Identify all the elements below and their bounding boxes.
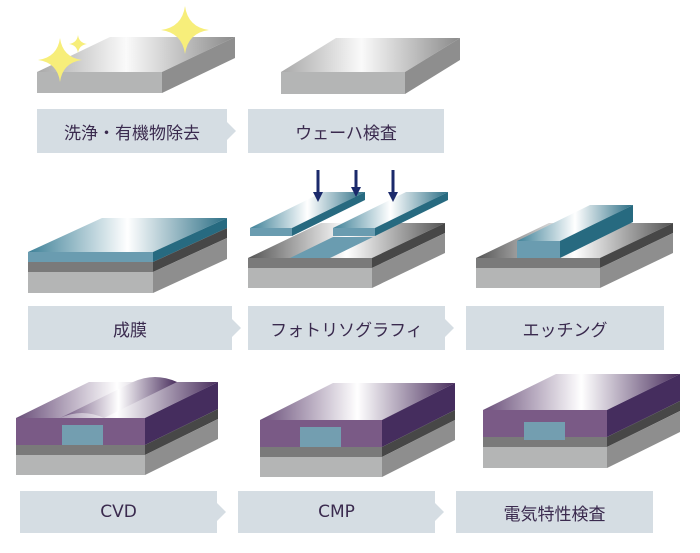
cmp-stack-top [260, 383, 455, 420]
step-wafer-inspection: ウェーハ検査 [248, 109, 444, 153]
etched-line-side [560, 205, 633, 258]
wafer-inspect-top [281, 38, 460, 72]
photomask-strip-front [250, 228, 292, 236]
etched-line-front [517, 241, 560, 258]
step-cleaning: 洗浄・有機物除去 [37, 109, 227, 153]
litho-base-layer-front [248, 258, 372, 268]
photomask-strip-side [292, 192, 365, 236]
cvd-stack-layer-side [145, 419, 218, 475]
flow-arrow-icon [435, 503, 444, 521]
test-stack-top [483, 374, 680, 410]
exposure-arrow-head-icon [351, 187, 361, 197]
etch-base-layer-front [476, 258, 600, 268]
test-stack-layer-side [607, 374, 680, 437]
etch-base-layer-front [476, 268, 600, 288]
photomask-strip-top [333, 192, 448, 228]
resist-pattern [290, 237, 373, 258]
litho-base-layer-side [372, 223, 445, 268]
cvd-stack-layer-side [145, 409, 218, 455]
film-stack-layer-front [28, 252, 153, 262]
test-stack-layer-side [607, 411, 680, 468]
etch-base-layer-side [600, 233, 673, 288]
film-stack-layer-side [153, 238, 227, 293]
test-stack-layer-front [483, 447, 607, 468]
photomask-strip-top [250, 192, 365, 228]
step-cvd: CVD [20, 491, 217, 533]
cmp-stack-layer-side [382, 383, 455, 447]
cmp-stack-layer-side [382, 420, 455, 477]
film-stack-layer-side [153, 218, 227, 262]
photomask-strip-side [375, 192, 448, 236]
buried-line [524, 422, 565, 440]
flow-arrow-icon [217, 503, 226, 521]
cvd-stack-layer-front [16, 445, 145, 455]
wafer-clean-layer-side [162, 37, 235, 93]
sparkle-icon [69, 35, 87, 53]
cvd-bump [60, 377, 177, 418]
etch-base-layer-side [600, 223, 673, 268]
test-stack-layer-side [607, 401, 680, 447]
flow-arrow-icon [227, 122, 236, 140]
etched-line-top [517, 205, 633, 241]
flow-arrow-icon [232, 319, 241, 337]
wafer-clean-layer-front [37, 72, 162, 93]
buried-line [62, 425, 103, 445]
litho-base-layer-side [372, 233, 445, 288]
step-deposition: 成膜 [28, 306, 232, 350]
wafer-inspect-layer-front [281, 72, 405, 94]
test-stack-layer-front [483, 437, 607, 447]
buried-line [300, 427, 341, 447]
step-etching: エッチング [466, 306, 664, 350]
sparkle-icon [161, 6, 209, 54]
film-stack-layer-front [28, 262, 153, 272]
cmp-stack-layer-front [260, 447, 382, 457]
film-stack-layer-side [153, 228, 227, 272]
sparkle-icon [38, 38, 82, 82]
step-cmp: CMP [238, 491, 435, 533]
cvd-stack-layer-front [16, 455, 145, 475]
cmp-stack-layer-front [260, 457, 382, 477]
exposure-arrow-head-icon [313, 192, 323, 202]
step-electrical-test: 電気特性検査 [456, 491, 653, 533]
cvd-stack-layer-side [145, 382, 218, 445]
flow-arrow-icon [445, 319, 454, 337]
litho-base-layer-front [248, 268, 372, 288]
film-stack-layer-front [28, 272, 153, 293]
exposure-arrow-head-icon [388, 192, 398, 202]
cmp-stack-layer-side [382, 410, 455, 457]
wafer-inspect-layer-side [405, 38, 460, 94]
photomask-strip-front [333, 228, 375, 236]
step-photolithography: フォトリソグラフィ [248, 306, 445, 350]
film-stack-top [28, 218, 227, 252]
